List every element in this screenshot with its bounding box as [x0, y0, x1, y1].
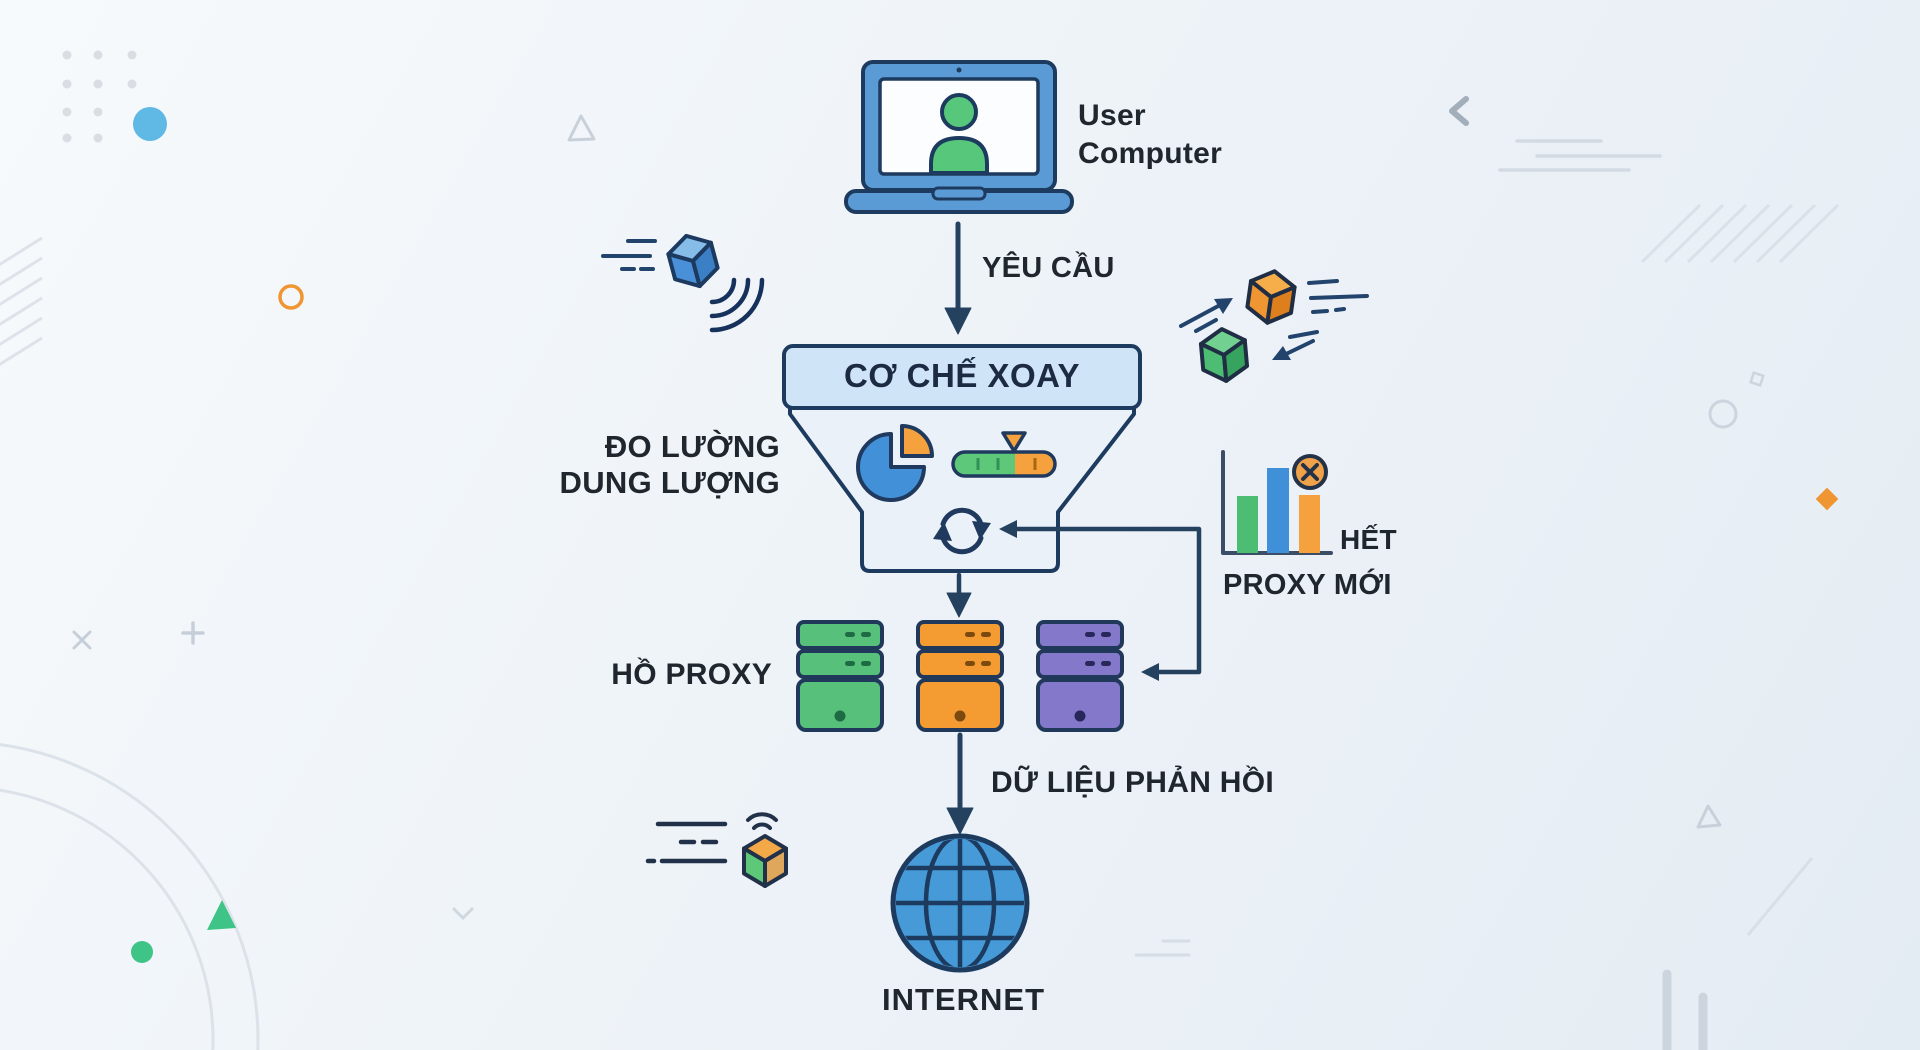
user-computer-line2: Computer: [1078, 137, 1223, 170]
decor-bars-bottom-right: [1662, 969, 1708, 1050]
decor-green-triangle: [207, 900, 236, 930]
exchange-arrows-icon: [1179, 298, 1319, 360]
rotation-mechanism-title: CƠ CHẾ XOAY: [844, 357, 1080, 394]
wifi-waves-icon: [709, 277, 765, 333]
exhausted-label: HẾT: [1340, 524, 1397, 555]
internet-label: INTERNET: [882, 982, 1045, 1017]
server-icon-green: [796, 620, 884, 732]
pie-chart-icon: [856, 424, 934, 502]
capacity-line2: DUNG LƯỢNG: [559, 465, 780, 500]
request-arrow: [944, 221, 972, 335]
request-label: YÊU CẦU: [982, 252, 1115, 284]
user-avatar-icon: [929, 93, 989, 175]
decor-green-dot: [131, 941, 153, 963]
laptop-icon: [844, 60, 1074, 214]
decor-square-right: [1749, 371, 1765, 387]
decor-plus-glyph: [181, 621, 205, 645]
decor-dot-grid: [62, 50, 137, 143]
decor-chevron-left-glyph: [1449, 96, 1469, 126]
decor-triangle-outline-top: [567, 114, 596, 142]
new-proxy-connector: [999, 520, 1202, 681]
speed-lines-icon: [601, 239, 657, 271]
decor-diagonal-bottom-right: [1746, 857, 1814, 936]
decor-triangle-outline-right: [1696, 804, 1722, 829]
response-data-label: DỮ LIỆU PHẢN HỒI: [991, 766, 1275, 799]
decor-lines-top-right: [1498, 139, 1662, 172]
cube-blue-icon: [666, 233, 720, 289]
decor-cross-glyph: [72, 630, 92, 650]
rotate-icon: [933, 507, 991, 555]
decor-arcs-bottom-left: [0, 743, 260, 1050]
proxy-pool-label: HỒ PROXY: [611, 658, 772, 691]
user-computer-line1: User: [1078, 99, 1146, 132]
new-proxy-label: PROXY MỚI: [1223, 569, 1392, 601]
decor-chevron-down-glyph: [452, 907, 474, 921]
cube-orange-icon: [1245, 269, 1297, 325]
cube-green-icon: [1198, 327, 1250, 383]
user-computer-label: User Computer: [1078, 97, 1222, 173]
capacity-measure-label: ĐO LƯỜNG DUNG LƯỢNG: [552, 429, 780, 501]
globe-icon: [890, 833, 1030, 973]
speed-lines-icon: [645, 821, 728, 864]
server-icon-purple: [1036, 620, 1124, 732]
response-arrow: [946, 732, 974, 835]
decor-orange-ring: [278, 284, 304, 310]
decor-dashes-bottom: [1134, 939, 1191, 957]
capacity-line1: ĐO LƯỜNG: [604, 429, 780, 464]
cube-multicolor-icon: [742, 834, 788, 888]
capacity-slider-icon: [951, 431, 1057, 478]
speed-lines-icon: [1307, 279, 1369, 314]
bar-chart-exhausted-icon: [1221, 450, 1333, 555]
decor-ring-right: [1708, 399, 1738, 429]
decor-hatch-left: [0, 236, 43, 367]
decor-hatch-top-right: [1640, 203, 1840, 264]
server-icon-orange: [916, 620, 1004, 732]
decor-blue-dot: [133, 107, 167, 141]
decor-orange-diamond: [1815, 487, 1839, 511]
pool-arrow: [946, 572, 972, 618]
x-circle-icon: [1292, 454, 1328, 490]
wifi-waves-icon: [746, 812, 778, 830]
